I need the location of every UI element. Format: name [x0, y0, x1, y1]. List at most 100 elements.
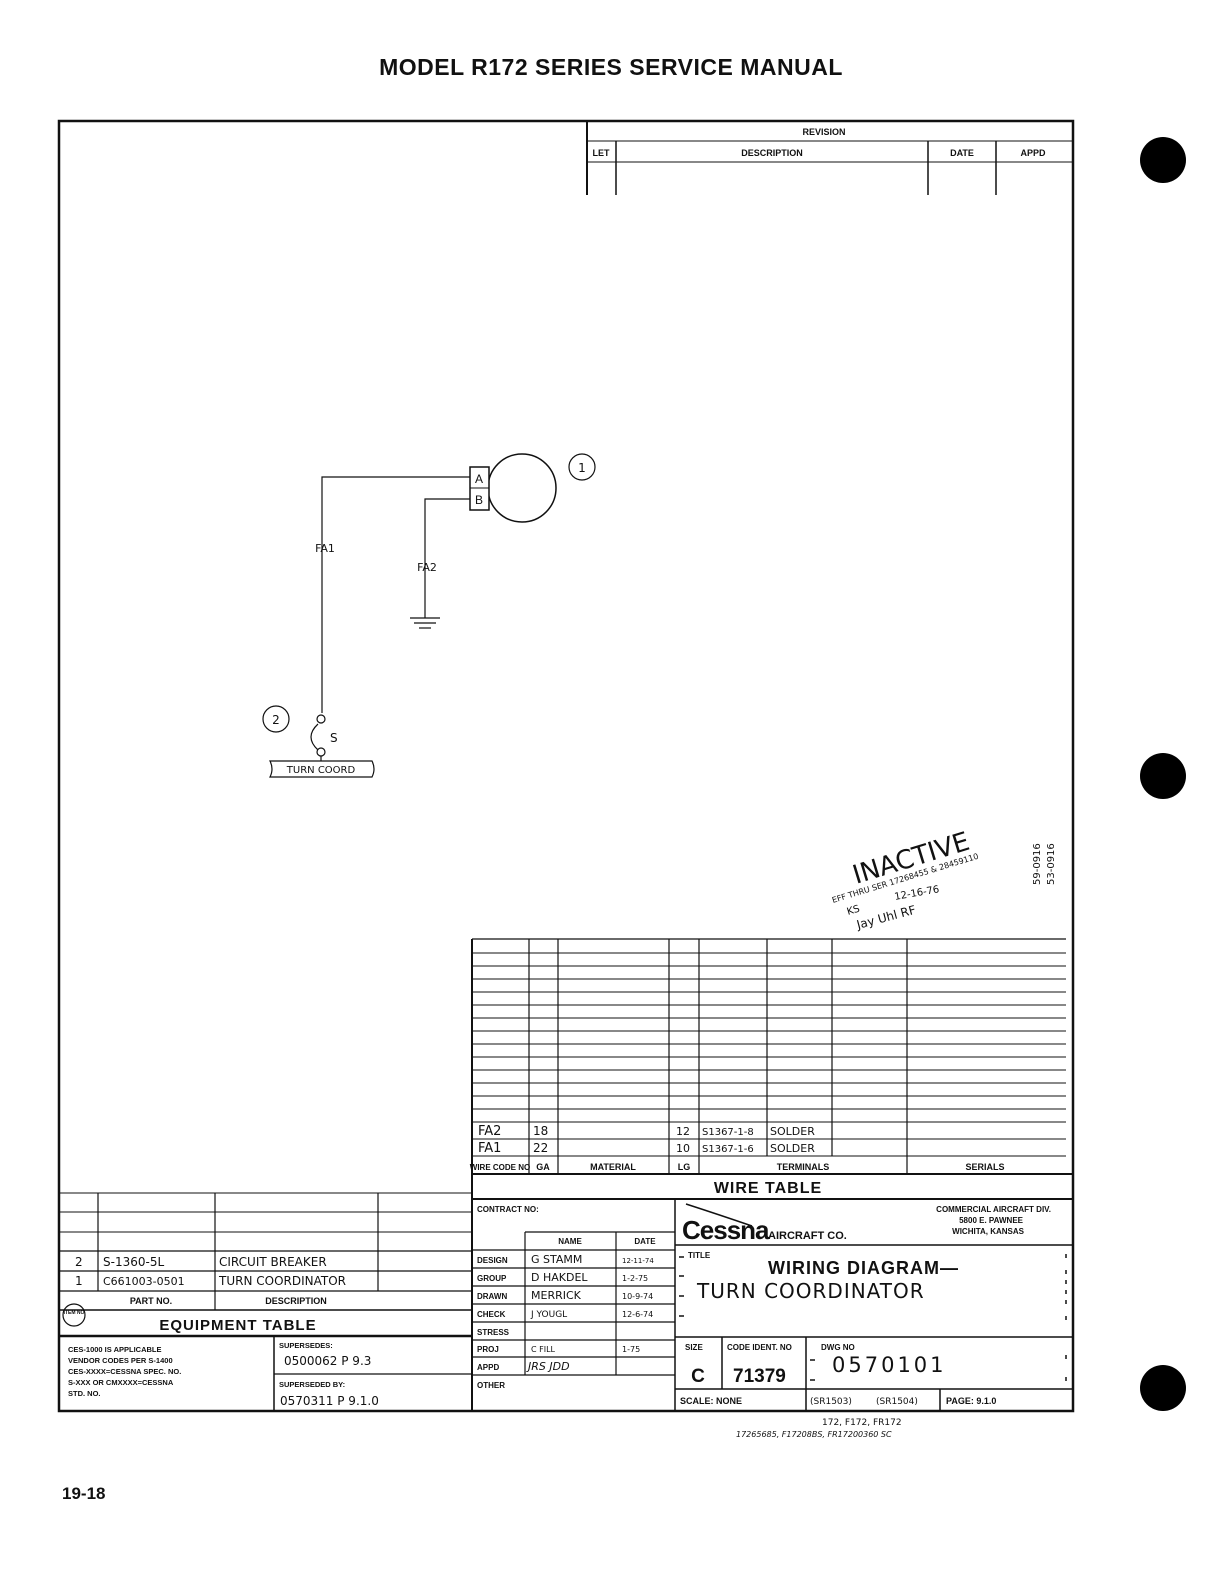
drawing-title-1: WIRING DIAGRAM— [768, 1258, 959, 1278]
signoff-col-date: DATE [634, 1237, 656, 1246]
turn-coordinator-symbol [487, 453, 557, 523]
wire-table: FA2 18 12 S1367-1-8 SOLDER FA1 22 10 S13… [470, 938, 1073, 1411]
item-no-label: ITEM NO [64, 1310, 85, 1316]
division-line-3: WICHITA, KANSAS [952, 1227, 1025, 1236]
aircraft-co: AIRCRAFT CO. [768, 1230, 847, 1242]
wire-row-2-code: FA1 [478, 1141, 501, 1156]
equip-row-1-part: S-1360-5L [103, 1255, 164, 1269]
ces-note-3: CES-XXXX=CESSNA SPEC. NO. [68, 1367, 181, 1376]
division-line-1: COMMERCIAL AIRCRAFT DIV. [936, 1205, 1051, 1214]
revision-col-let: LET [593, 148, 611, 158]
wire-row-1-code: FA2 [478, 1124, 501, 1139]
bus-bar [269, 760, 375, 778]
effectivity-line-1: 172, F172, FR172 [822, 1418, 902, 1428]
wire-row-2-term2: SOLDER [770, 1142, 815, 1155]
title-label: TITLE [688, 1251, 711, 1260]
signoff-role-stress: STRESS [477, 1328, 510, 1337]
signoff-role-drawn: DRAWN [477, 1292, 507, 1301]
signoff-role-group: GROUP [477, 1274, 507, 1283]
inactive-stamp: INACTIVE EFF THRU SER 17268455 & 2845911… [831, 827, 1057, 932]
bus-label: TURN COORD [286, 765, 356, 776]
wire-row-2-ga: 22 [533, 1141, 548, 1155]
wire-header-ga: GA [536, 1162, 550, 1172]
revision-block: REVISION LET DESCRIPTION DATE APPD [586, 121, 1073, 195]
wire-fa1 [321, 476, 470, 713]
signoff-date-drawn: 10-9-74 [622, 1292, 653, 1301]
signoff-name-group: D HAKDEL [531, 1271, 588, 1284]
code-ident-value: 71379 [733, 1366, 786, 1387]
equip-row-1-desc: CIRCUIT BREAKER [219, 1255, 327, 1269]
stamp-side-1: 59-0916 [1032, 843, 1043, 885]
ces-note-2: VENDOR CODES PER S-1400 [68, 1356, 173, 1365]
stamp-side-2: 53-0916 [1046, 843, 1057, 885]
wire-header-serials: SERIALS [965, 1162, 1004, 1172]
sheet-border [57, 119, 1075, 1413]
item-1-callout [568, 453, 596, 481]
size-label: SIZE [685, 1343, 703, 1352]
signoff-name-proj: C FILL [531, 1345, 556, 1354]
cessna-logo: Cessna [682, 1215, 770, 1245]
pin-a-label: A [475, 472, 483, 486]
code-ident-label: CODE IDENT. NO [727, 1343, 792, 1352]
signoff-role-appd: APPD [477, 1363, 499, 1372]
circuit-breaker-symbol [310, 714, 326, 761]
signoff-col-name: NAME [558, 1237, 582, 1246]
equip-row-2-item: 1 [75, 1274, 83, 1288]
wire-header-terminals: TERMINALS [777, 1162, 830, 1172]
revision-title: REVISION [802, 127, 845, 137]
wire-row-1-ga: 18 [533, 1124, 548, 1138]
dwg-no-label: DWG NO [821, 1343, 855, 1352]
signoff-role-check: CHECK [477, 1310, 506, 1319]
supersedes-label: SUPERSEDES: [279, 1341, 333, 1350]
division-line-2: 5800 E. PAWNEE [959, 1216, 1024, 1225]
equip-row-2-desc: TURN COORDINATOR [218, 1274, 346, 1288]
signoff-block: CONTRACT NO: NAME DATE DESIGN G STAMM 12… [472, 1199, 676, 1411]
revision-col-date: DATE [950, 148, 974, 158]
punch-hole-middle [1140, 753, 1186, 799]
cessna-logo-swoosh [685, 1203, 753, 1227]
signoff-name-drawn: MERRICK [531, 1289, 582, 1302]
drawing-title-2: TURN COORDINATOR [696, 1279, 925, 1303]
stamp-date: 12-16-76 [894, 884, 941, 903]
signoff-role-proj: PROJ [477, 1345, 499, 1354]
revision-col-appd: APPD [1020, 148, 1046, 158]
item-2-callout [262, 705, 290, 733]
equip-header-desc: DESCRIPTION [265, 1296, 327, 1306]
equip-row-2-part: C661003-0501 [103, 1275, 185, 1288]
item-no-badge [62, 1303, 86, 1327]
wire-fa2 [424, 498, 470, 618]
punch-hole-bottom [1140, 1365, 1186, 1411]
signoff-date-group: 1-2-75 [622, 1274, 648, 1283]
contract-no-label: CONTRACT NO: [477, 1205, 539, 1214]
equipment-table: 2 S-1360-5L CIRCUIT BREAKER 1 C661003-05… [59, 1192, 472, 1338]
page-header: MODEL R172 SERIES SERVICE MANUAL [379, 54, 843, 80]
signoff-role-design: DESIGN [477, 1256, 508, 1265]
stamp-signature: Jay Uhl RF [854, 903, 917, 932]
equip-row-1-item: 2 [75, 1255, 83, 1269]
wire-header-lg: LG [678, 1162, 691, 1172]
signoff-name-design: G STAMM [531, 1253, 582, 1266]
page-number: 19-18 [62, 1484, 106, 1503]
wire-row-2-term: S1367-1-6 [702, 1144, 754, 1155]
signoff-name-appd: JRS JDD [526, 1360, 570, 1373]
item-2-label: 2 [272, 713, 280, 727]
revision-col-description: DESCRIPTION [741, 148, 803, 158]
wiring-schematic: A B 1 FA1 FA2 S 2 TURN COORD [262, 453, 596, 778]
signoff-date-check: 12-6-74 [622, 1310, 653, 1319]
sr-ref-2: (SR1504) [876, 1397, 918, 1407]
wire-header-code: WIRE CODE NO [470, 1163, 530, 1172]
wire-fa2-label: FA2 [417, 561, 437, 574]
signoff-role-other: OTHER [477, 1381, 505, 1390]
wire-row-1-lg: 12 [676, 1125, 690, 1138]
punch-hole-top [1140, 137, 1186, 183]
signoff-date-design: 12-11-74 [622, 1257, 654, 1265]
ces-note-4: S-XXX OR CMXXXX=CESSNA [68, 1378, 174, 1387]
signoff-date-proj: 1-75 [622, 1345, 640, 1354]
wire-table-title: WIRE TABLE [714, 1180, 822, 1197]
ces-note-5: STD. NO. [68, 1389, 101, 1398]
supersede-block: CES-1000 IS APPLICABLE VENDOR CODES PER … [68, 1336, 472, 1411]
ces-note-1: CES-1000 IS APPLICABLE [68, 1345, 162, 1354]
sr-ref-1: (SR1503) [810, 1397, 852, 1407]
size-value: C [691, 1366, 705, 1387]
